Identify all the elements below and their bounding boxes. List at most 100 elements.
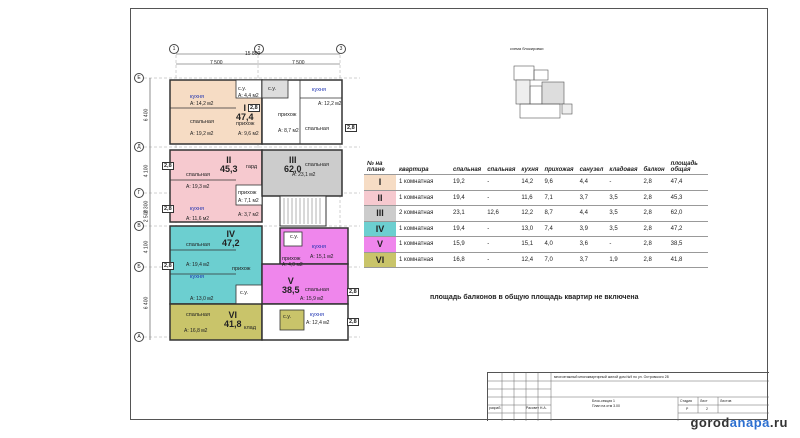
balcony-label-2: 2,8 — [345, 124, 357, 132]
width-dimension-right: 7 500 — [292, 60, 305, 66]
author-role: разраб. — [489, 406, 502, 410]
room-area: А: 15,1 м2 — [310, 254, 334, 260]
room-label-kitchen-1: кухня — [190, 94, 204, 100]
room-area: А: 12,2 м2 — [318, 101, 342, 107]
room-area: А: 12,4 м2 — [306, 320, 330, 326]
col-header-storage: кладовая — [606, 160, 641, 175]
axis-marker-a: А — [134, 332, 144, 342]
col-header-apartment: квартира — [396, 160, 450, 175]
room-label-kitchen-3: кухня — [312, 87, 326, 93]
sheet-subtitle: План на отм 3.00 — [592, 404, 620, 408]
table-cell: 19,4 — [450, 221, 485, 237]
drawing-frame — [130, 8, 768, 420]
table-cell: - — [484, 252, 519, 268]
table-cell: 2,8 — [640, 190, 668, 206]
balcony-label-7: 2,8 — [347, 318, 359, 326]
balcony-label-3: 2,8 — [162, 162, 174, 170]
room-area: А: 4,4 м2 — [238, 93, 259, 99]
table-cell: - — [484, 221, 519, 237]
room-label-wardrobe-2: гард — [246, 164, 258, 170]
title-block-grid — [488, 373, 769, 421]
axis-marker-g: Г — [134, 188, 144, 198]
room-area: А: 14,2 м2 — [190, 101, 214, 107]
col-header-bathroom: санузел — [576, 160, 607, 175]
stage-value: Р — [686, 407, 689, 411]
table-cell: 1 комнатная — [396, 236, 450, 253]
table-cell: 2,8 — [640, 236, 668, 253]
table-cell: 2,8 — [640, 221, 668, 237]
apartment-summary-table: № на плане квартира спальная спальная ку… — [364, 160, 708, 268]
table-cell: - — [484, 190, 519, 206]
room-label-wc-5: с.у. — [290, 234, 299, 240]
room-label-kitchen-5: кухня — [312, 244, 326, 250]
room-label-bedroom-6: спальная — [186, 312, 210, 318]
room-label-bedroom-5: спальная — [305, 287, 329, 293]
sheet-title: Блок-секция 1 — [592, 399, 615, 403]
project-name: многоэтажный многоквартирный жилой дом №… — [554, 375, 669, 379]
table-cell: 1,9 — [606, 252, 641, 268]
table-cell: 12,6 — [484, 205, 519, 222]
room-label-kitchen-6: кухня — [310, 312, 324, 318]
apartment-number-cell: IV — [364, 221, 396, 237]
apartment-number-cell: V — [364, 236, 396, 253]
table-cell: 1 комнатная — [396, 190, 450, 206]
apartment-area: 41,8 — [224, 319, 242, 329]
sheet-value: 2 — [706, 407, 708, 411]
height-dimension-4: 2 500 — [143, 209, 150, 223]
table-cell: 11,6 — [518, 190, 542, 206]
table-cell: 7,1 — [541, 190, 577, 206]
room-area: А: 19,2 м2 — [190, 131, 214, 137]
table-cell: 3,5 — [606, 221, 641, 237]
table-cell: 3,7 — [576, 190, 607, 206]
room-label-hall-2: прихож — [238, 190, 257, 196]
room-label-wc-1: с.у. — [238, 86, 247, 92]
height-dimension-2: 4 100 — [143, 164, 150, 178]
axis-marker-1: 1 — [169, 44, 179, 54]
room-label-bedroom-3a: спальная — [305, 126, 329, 132]
room-label-wc-4: с.у. — [240, 290, 249, 296]
table-cell: 19,4 — [450, 190, 485, 206]
table-cell: 1 комнатная — [396, 174, 450, 191]
col-header-total-area: площадь общая — [667, 160, 708, 175]
room-label-hall-4: прихож — [232, 266, 251, 272]
apartment-number: II — [226, 155, 232, 165]
room-label-hall-3: прихож — [278, 112, 297, 118]
apartment-number: V — [287, 276, 294, 286]
logo-part-3: .ru — [769, 415, 788, 430]
table-cell: 12,2 — [518, 205, 542, 222]
room-area: А: 4,0 м2 — [282, 262, 303, 268]
apartment-area: 47,4 — [236, 112, 254, 122]
sheet-label: Лист — [700, 399, 708, 403]
axis-marker-3: 3 — [336, 44, 346, 54]
room-area: А: 19,4 м2 — [186, 262, 210, 268]
balcony-label-1: 2,8 — [248, 104, 260, 112]
height-dimension-1: 6 400 — [143, 108, 150, 122]
table-cell: 1 комнатная — [396, 252, 450, 268]
balcony-label-5: 2,8 — [162, 262, 174, 270]
height-dimension-5: 4 100 — [143, 240, 150, 254]
table-cell: 47,2 — [667, 221, 708, 237]
room-area: А: 16,8 м2 — [184, 328, 208, 334]
balcony-label-6: 2,8 — [347, 288, 359, 296]
sheets-label: Листов — [720, 399, 732, 403]
col-header-bedroom-2: спальная — [484, 160, 519, 175]
room-label-kitchen-4: кухня — [190, 274, 204, 280]
scheme-title: схема блокировки — [510, 46, 544, 51]
room-label-kitchen-2: кухня — [190, 206, 204, 212]
apartment-area: 38,5 — [282, 285, 300, 295]
table-cell: 3,5 — [606, 190, 641, 206]
table-cell: 8,7 — [541, 205, 577, 222]
apartment-number-cell: III — [364, 205, 396, 222]
width-dimension-left: 7 500 — [210, 60, 223, 66]
logo-part-1: gorod — [690, 415, 730, 430]
table-cell: 45,3 — [667, 190, 708, 206]
table-cell: 15,9 — [450, 236, 485, 253]
apartment-number-cell: II — [364, 190, 396, 206]
table-cell: 3,6 — [576, 236, 607, 253]
apartment-area: 47,2 — [222, 238, 240, 248]
